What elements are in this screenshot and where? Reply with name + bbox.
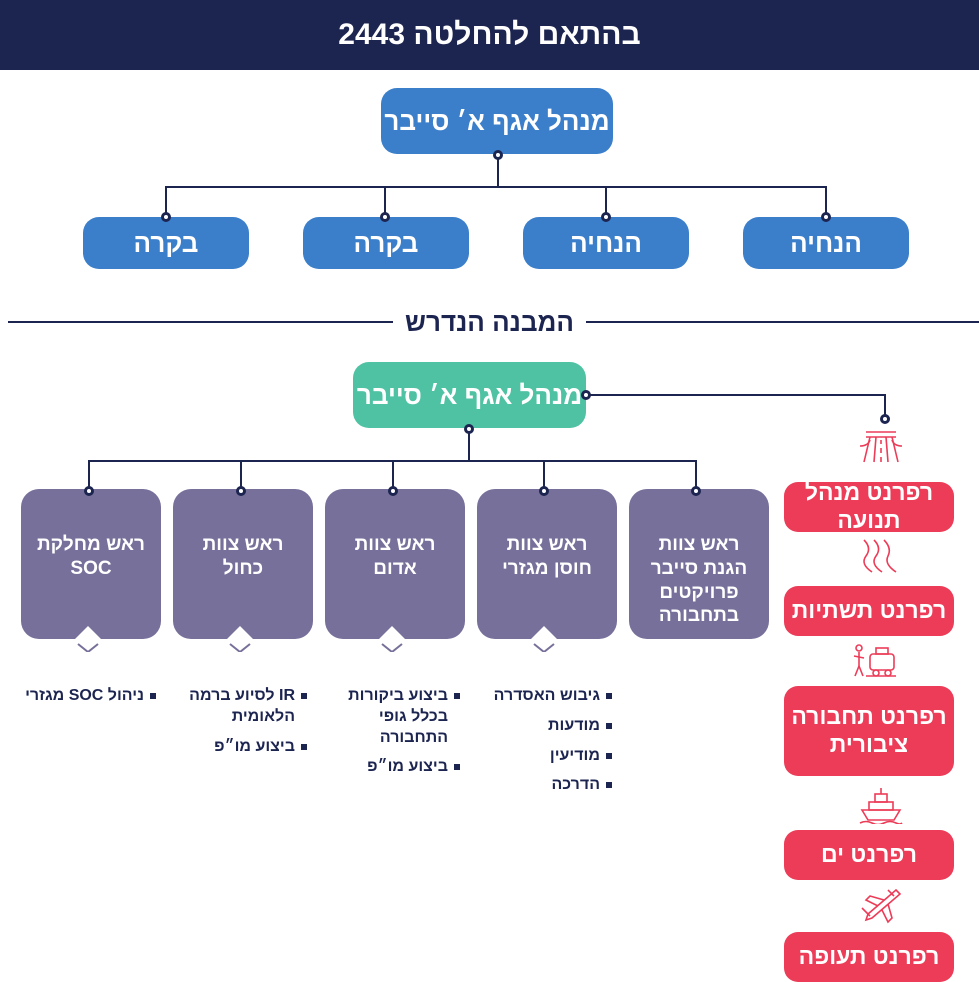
connector: [88, 460, 90, 490]
connector-dot: [388, 486, 398, 496]
bullet-list-blue: IR לסיוע ברמה הלאומית ביצוע מו״פ: [170, 686, 307, 766]
expand-chevron-icon: [379, 626, 405, 652]
connector: [497, 154, 499, 187]
expand-chevron-icon: [75, 626, 101, 652]
connector: [543, 460, 545, 490]
connector: [825, 186, 827, 216]
referent-aviation: רפרנט תעופה: [784, 932, 954, 982]
connector: [586, 394, 885, 396]
list-item: ביצוע ביקורות בכלל גופי התחבורה: [330, 686, 460, 748]
team-box-resilience: ראש צוות חוסן מגזרי: [477, 489, 617, 639]
list-item: ביצוע מו״פ: [170, 737, 307, 758]
connector-dot: [581, 390, 591, 400]
bus-stop-icon: [853, 644, 896, 677]
team-box-projects: ראש צוות הגנת סייבר פרויקטים בתחבורה: [629, 489, 769, 639]
section-title-wrap: המבנה הנדרש: [0, 302, 979, 342]
expand-chevron-icon: [227, 626, 253, 652]
list-item: IR לסיוע ברמה הלאומית: [170, 686, 307, 728]
current-child-box: בקרה: [83, 217, 249, 269]
connector: [165, 186, 167, 216]
team-box-red: ראש צוות אדום: [325, 489, 465, 639]
referent-infrastructure: רפרנט תשתיות: [784, 586, 954, 636]
list-item: מודעות: [478, 716, 612, 737]
referent-sea: רפרנט ים: [784, 830, 954, 880]
connector: [884, 394, 886, 420]
connector-dot: [380, 212, 390, 222]
team-box-blue: ראש צוות כחול: [173, 489, 313, 639]
required-head-box: מנהל אגף א׳ סייבר: [353, 362, 586, 428]
connector: [384, 186, 386, 216]
current-child-box: בקרה: [303, 217, 469, 269]
team-box-soc: ראש מחלקת SOC: [21, 489, 161, 639]
connector: [240, 460, 242, 490]
referent-traffic: רפרנט מנהל תנועה: [784, 479, 954, 533]
connector-dot: [236, 486, 246, 496]
connector-dot: [464, 424, 474, 434]
connector: [392, 460, 394, 490]
connector-dot: [880, 414, 890, 424]
road-icon: [859, 431, 903, 463]
connector-dot: [493, 150, 503, 160]
list-item: הדרכה: [478, 775, 612, 796]
connector-dot: [691, 486, 701, 496]
expand-chevron-icon: [531, 626, 557, 652]
ship-icon: [859, 788, 903, 824]
current-head-box: מנהל אגף א׳ סייבר: [381, 88, 613, 154]
list-item: ביצוע מו״פ: [330, 757, 460, 778]
list-item: מודיעין: [478, 746, 612, 767]
bullet-list-resilience: גיבוש האסדרה מודעות מודיעין הדרכה: [478, 686, 612, 805]
rail-tracks-icon: [863, 539, 897, 573]
page-title: בהתאם להחלטה 2443: [0, 0, 979, 70]
list-item: ניהול SOC מגזרי: [14, 686, 156, 707]
current-child-box: הנחיה: [523, 217, 689, 269]
current-child-box: הנחיה: [743, 217, 909, 269]
connector-dot: [539, 486, 549, 496]
section-title: המבנה הנדרש: [393, 306, 586, 338]
connector-dot: [161, 212, 171, 222]
connector-dot: [601, 212, 611, 222]
connector: [605, 186, 607, 216]
bullet-list-soc: ניהול SOC מגזרי: [14, 686, 156, 716]
connector-dot: [84, 486, 94, 496]
airplane-icon: [861, 888, 902, 924]
referent-public-transport: רפרנט תחבורה ציבורית: [784, 686, 954, 776]
connector: [468, 428, 470, 461]
connector: [695, 460, 697, 490]
connector-dot: [821, 212, 831, 222]
connector: [165, 186, 827, 188]
bullet-list-red: ביצוע ביקורות בכלל גופי התחבורה ביצוע מו…: [330, 686, 460, 787]
list-item: גיבוש האסדרה: [478, 686, 612, 707]
